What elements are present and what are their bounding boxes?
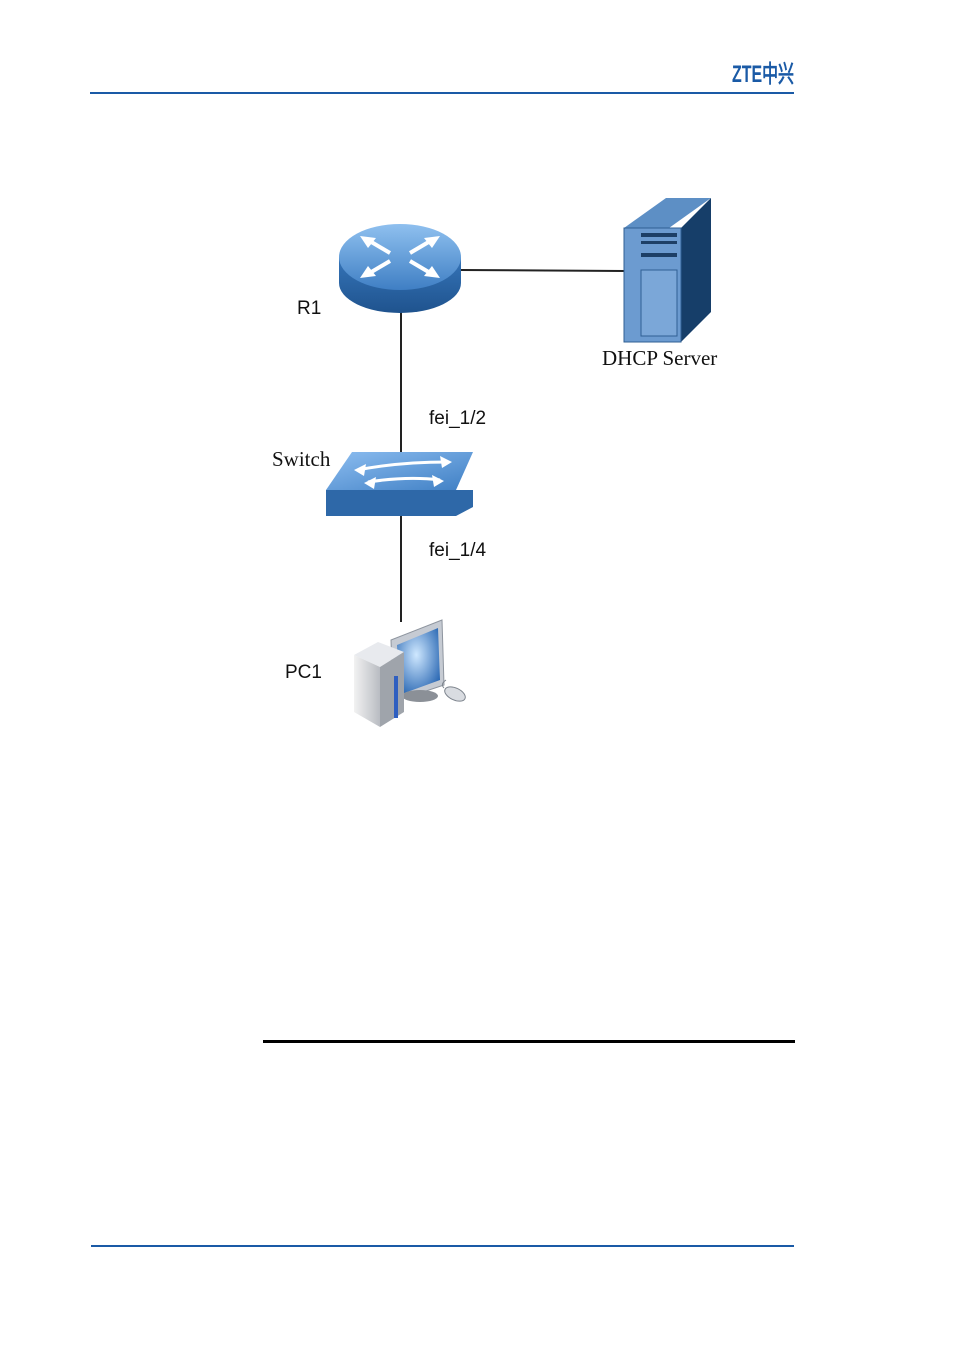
router-label: R1	[297, 298, 321, 319]
link-router-server	[460, 270, 624, 271]
server-icon	[624, 198, 711, 342]
pc-icon	[354, 620, 468, 727]
footer-rule	[91, 1245, 794, 1247]
port-label-fei-1-4: fei_1/4	[429, 540, 486, 561]
switch-label: Switch	[272, 447, 331, 471]
server-label: DHCP Server	[602, 346, 717, 370]
pc-label: PC1	[285, 662, 322, 683]
port-label-fei-1-2: fei_1/2	[429, 408, 486, 429]
switch-icon	[326, 452, 473, 516]
router-icon	[339, 224, 461, 313]
section-rule	[263, 1040, 795, 1043]
